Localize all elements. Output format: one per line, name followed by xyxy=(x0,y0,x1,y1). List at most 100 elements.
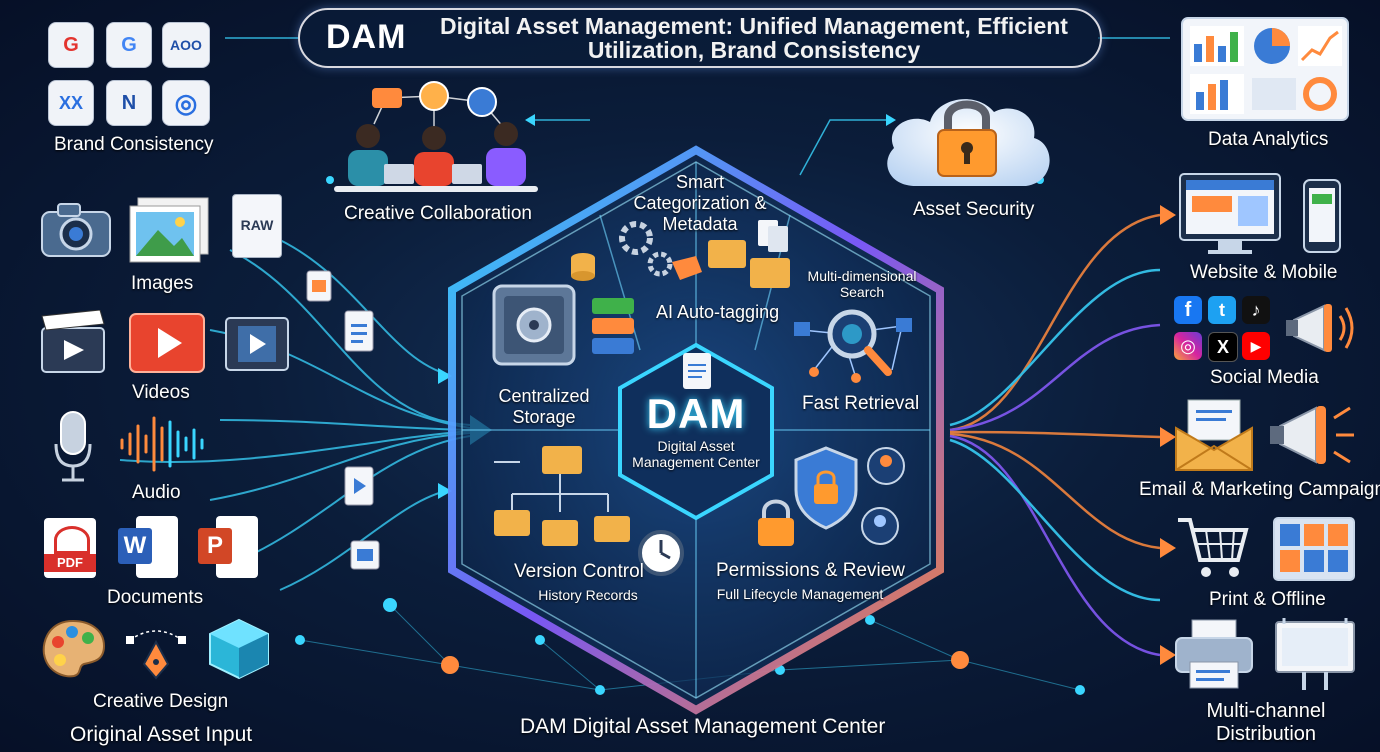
center-caption: DAM Digital Asset Management Center xyxy=(520,715,886,738)
history-records-label: History Records xyxy=(538,587,638,603)
gear-icon xyxy=(619,221,653,255)
folder-icon xyxy=(542,520,578,546)
pdf-file-icon: PDF xyxy=(44,518,96,578)
center-subtitle: Digital Asset Management Center xyxy=(632,438,760,470)
clapperboard-icon xyxy=(41,310,105,373)
page-title: Digital Asset Management: Unified Manage… xyxy=(440,13,1068,63)
videos-label: Videos xyxy=(132,382,190,403)
flow-line xyxy=(209,432,471,501)
database-stack-icon xyxy=(592,298,634,354)
print-layout-icon xyxy=(1273,517,1355,581)
print-offline-label: Print & Offline xyxy=(1209,589,1326,610)
creative-design-label: Creative Design xyxy=(93,691,229,712)
document-icon xyxy=(683,353,711,389)
original-asset-input-label: Original Asset Input xyxy=(70,723,253,746)
film-strip-icon xyxy=(225,317,289,371)
version-control-label: Version Control xyxy=(514,561,644,582)
search-network-icon xyxy=(794,309,912,383)
flow-line xyxy=(949,432,1161,550)
laptop-icon xyxy=(452,164,482,184)
asset-security-label: Asset Security xyxy=(913,199,1035,220)
outgoing-arrowheads xyxy=(1160,205,1176,665)
video-file-icon xyxy=(344,466,374,506)
color-palette-icon xyxy=(42,619,106,678)
brand-logo-icon: AOO xyxy=(162,22,210,68)
email-marketing-label: Email & Marketing Campaigns xyxy=(1139,479,1380,500)
youtube-icon: ▶ xyxy=(1242,332,1270,360)
user-avatar-icon xyxy=(419,81,449,111)
video-player-icon xyxy=(129,313,205,373)
image-file-icon xyxy=(306,270,332,302)
word-badge: W xyxy=(118,528,152,564)
version-tree-icon xyxy=(494,446,630,546)
center-dam-title: DAM xyxy=(646,390,746,437)
chat-bubble-icon xyxy=(372,88,402,108)
x-icon: X xyxy=(1208,332,1238,362)
permissions-review-label: Permissions & Review xyxy=(716,560,905,581)
audio-label: Audio xyxy=(132,482,181,503)
brand-consistency-label: Brand Consistency xyxy=(54,134,214,155)
gear-icon xyxy=(647,251,673,277)
twitter-icon: t xyxy=(1208,296,1236,324)
fast-retrieval-label: Fast Retrieval xyxy=(802,393,920,414)
folder-icon xyxy=(708,240,746,268)
flow-line xyxy=(219,419,471,431)
smart-categorization-label: Smart Categorization & Metadata xyxy=(633,172,767,234)
3d-cube-icon xyxy=(209,618,269,680)
outgoing-flows xyxy=(949,213,1161,657)
ai-autotagging-label: AI Auto-tagging xyxy=(656,302,780,322)
user-avatar-icon xyxy=(467,87,497,117)
folder-icon xyxy=(594,516,630,542)
globe-icon: ◎ xyxy=(162,80,210,126)
brand-logo-icon: N xyxy=(106,80,152,126)
cloud-lock-icon xyxy=(887,99,1050,186)
creative-collaboration-label: Creative Collaboration xyxy=(344,203,532,224)
billboard-icon xyxy=(1275,618,1355,690)
camera-icon xyxy=(41,203,111,257)
lock-icon xyxy=(758,499,794,546)
images-label: Images xyxy=(131,273,194,294)
flow-line xyxy=(279,239,451,376)
instagram-icon: ◎ xyxy=(1174,332,1202,360)
team-collaboration-icon xyxy=(334,81,538,192)
top-connectors xyxy=(225,37,1170,176)
website-mobile-icon xyxy=(1179,173,1341,254)
title-dam: DAM xyxy=(326,18,407,56)
audio-waveform-icon xyxy=(120,416,204,472)
facebook-icon: f xyxy=(1174,296,1202,324)
title-frame xyxy=(298,8,1102,68)
folder-icon xyxy=(494,510,530,536)
megaphone-icon xyxy=(1286,304,1354,352)
pdf-badge: PDF xyxy=(44,554,96,572)
tag-icon xyxy=(672,256,702,280)
full-lifecycle-label: Full Lifecycle Management xyxy=(716,586,884,602)
photo-gallery-icon xyxy=(129,197,209,263)
raw-file-icon: RAW xyxy=(232,194,282,258)
megaphone-icon xyxy=(1270,406,1354,464)
folder-icon xyxy=(750,258,790,288)
flow-line xyxy=(949,438,1161,602)
powerpoint-badge: P xyxy=(198,528,232,564)
flow-line xyxy=(229,249,471,426)
centralized-storage-label: Centralized Storage xyxy=(498,386,590,427)
tiktok-icon: ♪ xyxy=(1242,296,1270,324)
google-logo-icon: G xyxy=(106,22,152,68)
website-mobile-label: Website & Mobile xyxy=(1190,262,1338,283)
powerpoint-file-icon: P xyxy=(198,516,258,578)
network-nodes xyxy=(295,176,1085,695)
safe-vault-icon xyxy=(492,284,576,366)
arrowhead xyxy=(525,114,535,126)
flow-line xyxy=(949,434,1161,657)
printer-icon xyxy=(1175,619,1253,689)
image-file-icon xyxy=(350,540,380,570)
multi-dimensional-search-label: Multi-dimensional Search xyxy=(807,268,917,300)
permissions-icons xyxy=(794,446,905,545)
google-logo-icon: G xyxy=(48,22,94,68)
brand-logo-icon: XX xyxy=(48,80,94,126)
clock-icon xyxy=(638,530,684,576)
documents-label: Documents xyxy=(107,587,204,608)
word-file-icon: W xyxy=(118,516,178,578)
flow-line xyxy=(279,489,451,591)
social-media-label: Social Media xyxy=(1210,367,1319,388)
folder-icon xyxy=(542,446,582,474)
